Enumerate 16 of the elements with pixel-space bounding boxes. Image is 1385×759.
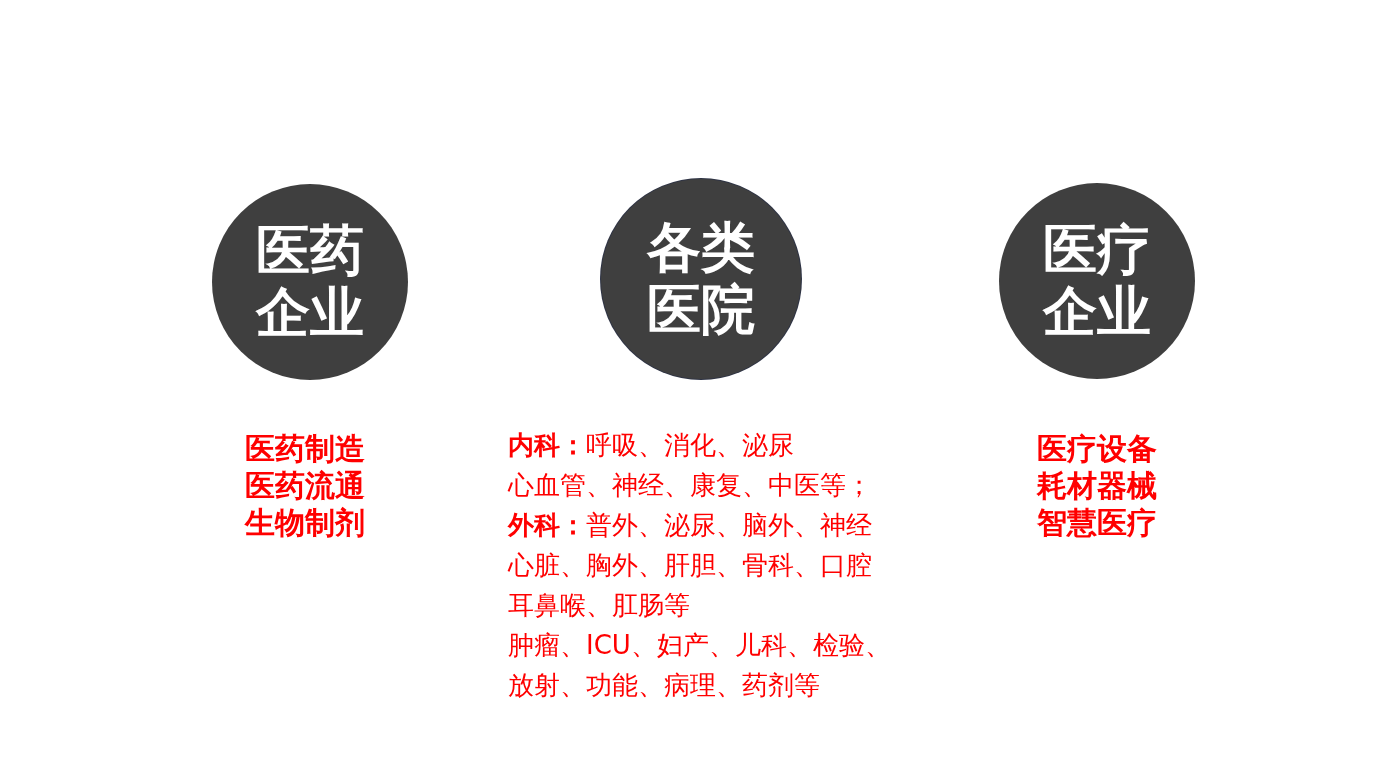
list-item: 外科：普外、泌尿、脑外、神经 [508, 509, 873, 542]
list-item: 医疗设备 [1036, 430, 1158, 467]
list-item: 内科：呼吸、消化、泌尿 [508, 429, 795, 462]
circle-title: 各类医院 [645, 217, 756, 341]
list-item: 生物制剂 [243, 504, 366, 541]
list-item: 智慧医疗 [1036, 504, 1158, 541]
circle-title: 医药企业 [254, 220, 365, 344]
list-item: 肿瘤、ICU、妇产、儿科、检验、 [508, 629, 891, 662]
list-item: 医药制造 [244, 430, 366, 467]
list-item: 放射、功能、病理、药剂等 [508, 669, 821, 702]
list-item: 心脏、胸外、肝胆、骨科、口腔 [508, 549, 873, 582]
list-item: 心血管、神经、康复、中医等； [508, 469, 873, 502]
circle-title: 医疗企业 [1041, 219, 1152, 343]
list-item: 耳鼻喉、肛肠等 [508, 589, 691, 622]
list-item: 医药流通 [244, 467, 366, 504]
list-item: 耗材器械 [1035, 467, 1158, 504]
